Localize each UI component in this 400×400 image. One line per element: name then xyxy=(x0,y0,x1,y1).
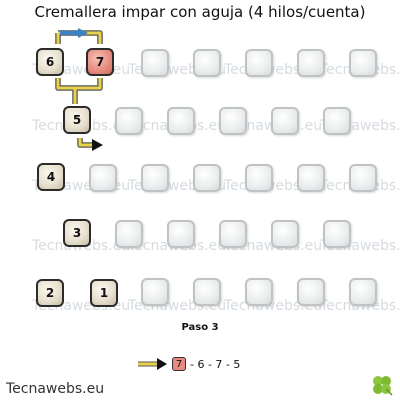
empty-bead xyxy=(115,107,143,135)
empty-bead xyxy=(245,278,273,306)
empty-bead xyxy=(219,220,247,248)
needle-icon xyxy=(60,28,88,38)
empty-bead xyxy=(141,49,169,77)
empty-bead xyxy=(323,220,351,248)
sequence-legend: 7 - 6 - 7 - 5 xyxy=(138,354,240,374)
bead-6: 6 xyxy=(36,48,64,76)
empty-bead xyxy=(141,278,169,306)
clover-logo-icon xyxy=(373,376,393,396)
empty-bead xyxy=(89,164,117,192)
footer-brand: Tecnawebs.eu xyxy=(6,381,105,397)
empty-bead xyxy=(141,164,169,192)
step-label: Paso 3 xyxy=(181,322,219,333)
empty-bead xyxy=(297,164,325,192)
bead-2: 2 xyxy=(36,279,64,307)
empty-bead xyxy=(271,220,299,248)
bead-3: 3 xyxy=(63,219,91,247)
empty-bead xyxy=(349,164,377,192)
empty-bead xyxy=(245,164,273,192)
empty-bead xyxy=(349,278,377,306)
sequence-rest: - 6 - 7 - 5 xyxy=(190,357,241,371)
empty-bead xyxy=(245,49,273,77)
thread-arrow-icon xyxy=(92,139,103,151)
sequence-start-bead: 7 xyxy=(172,357,186,371)
empty-bead xyxy=(297,49,325,77)
page-title: Cremallera impar con aguja (4 hilos/cuen… xyxy=(34,3,366,21)
empty-bead xyxy=(167,107,195,135)
bead-4: 4 xyxy=(37,163,65,191)
empty-bead xyxy=(323,107,351,135)
empty-bead xyxy=(193,164,221,192)
empty-bead xyxy=(349,49,377,77)
empty-bead xyxy=(297,278,325,306)
bead-1: 1 xyxy=(90,279,118,307)
bead-7: 7 xyxy=(86,48,114,76)
empty-bead xyxy=(219,107,247,135)
empty-bead xyxy=(271,107,299,135)
empty-bead xyxy=(193,278,221,306)
empty-bead xyxy=(115,220,143,248)
empty-bead xyxy=(193,49,221,77)
thread-arrow-icon xyxy=(138,358,167,370)
bead-5: 5 xyxy=(63,106,91,134)
empty-bead xyxy=(167,220,195,248)
